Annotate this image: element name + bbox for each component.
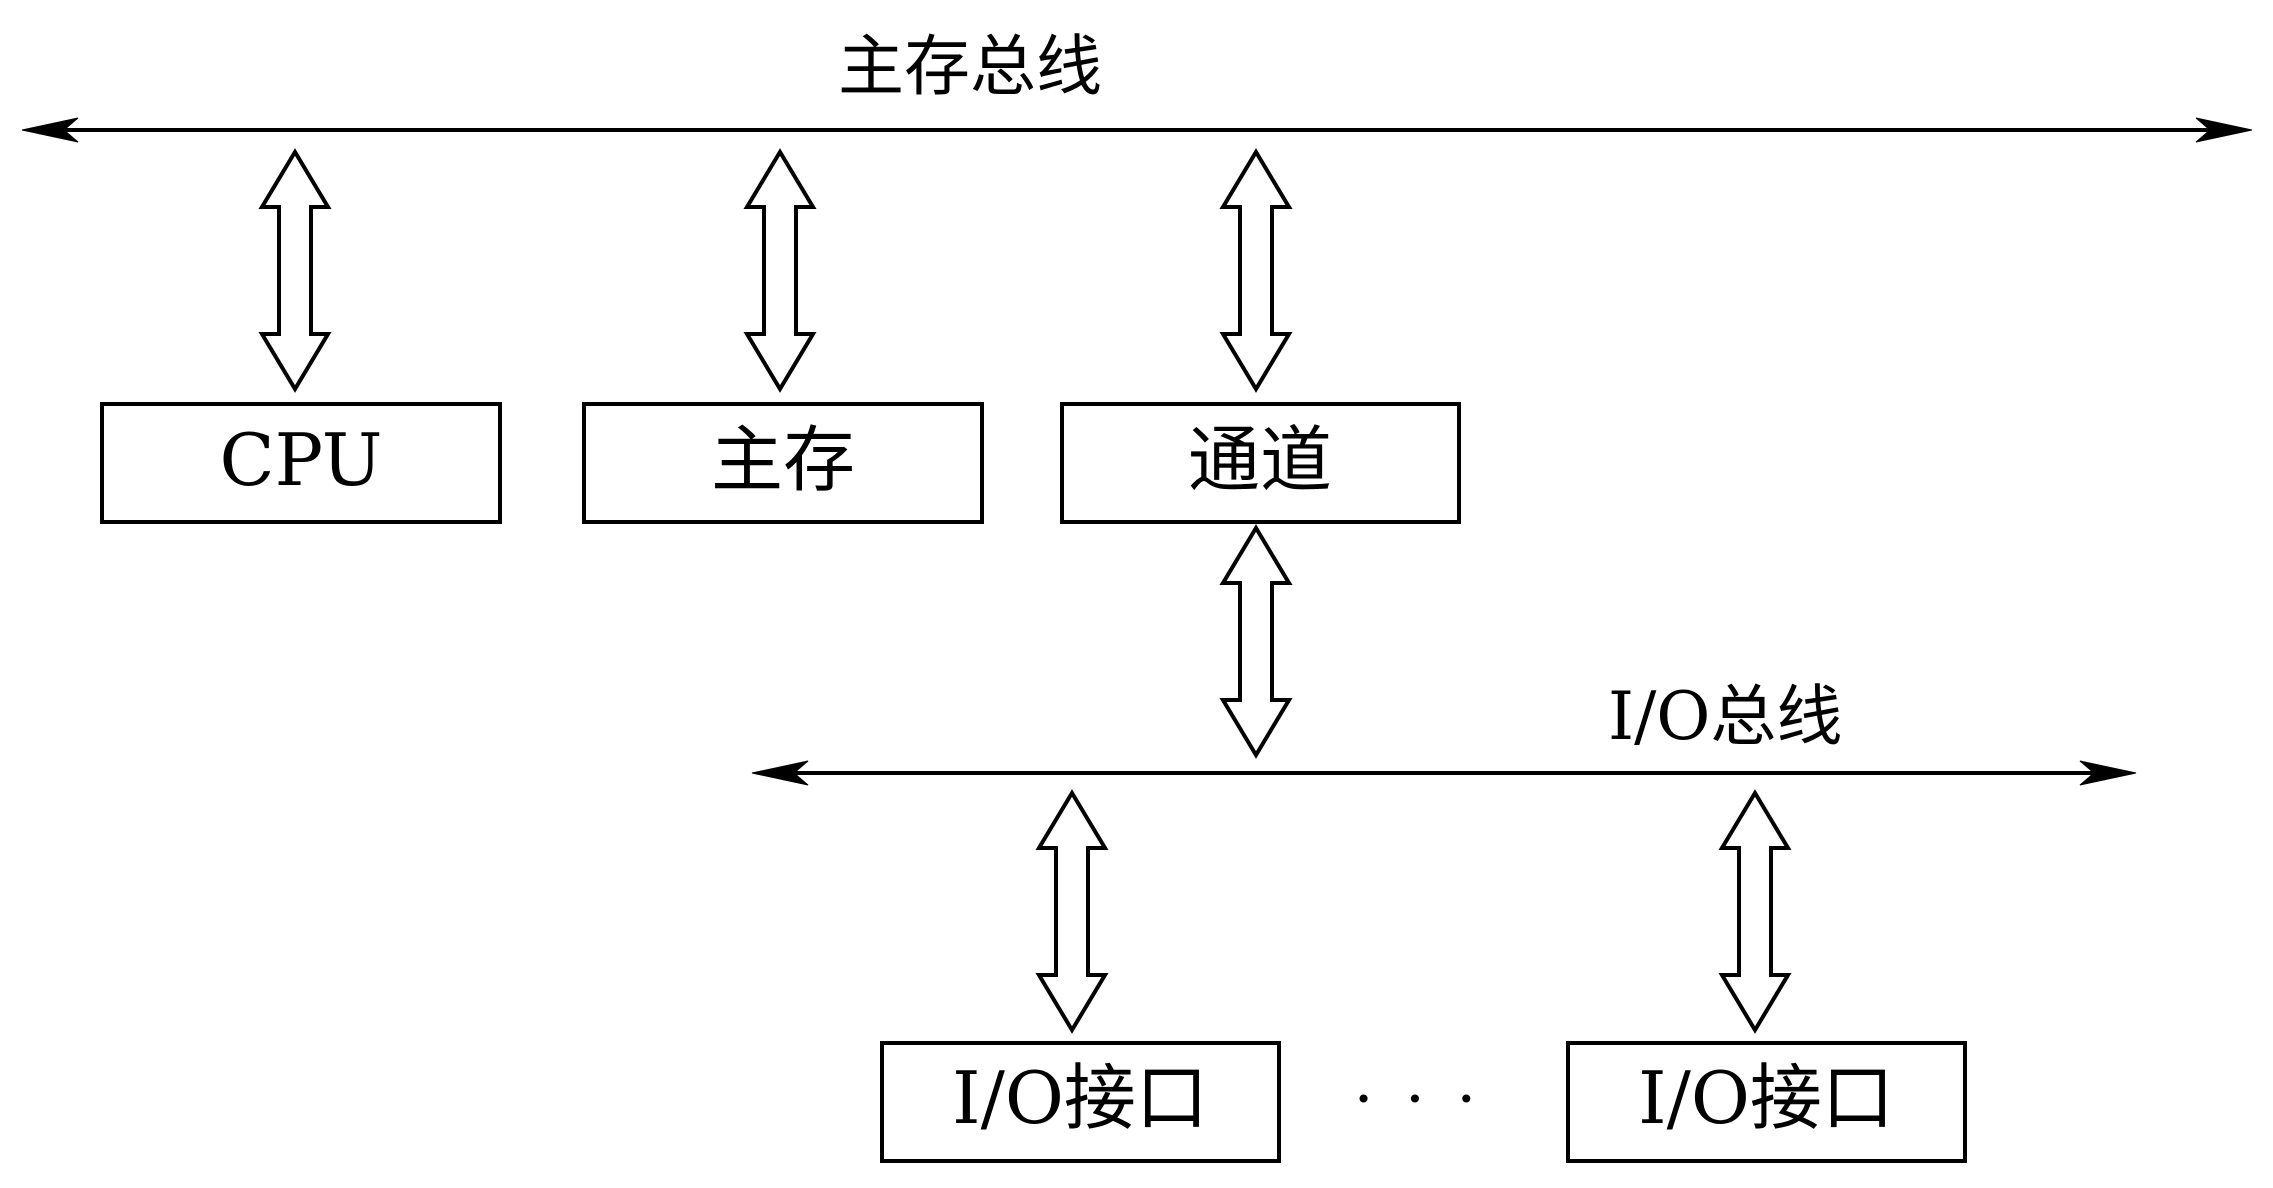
channel-label: 通道	[1188, 418, 1332, 502]
cpu-box-frame	[100, 402, 502, 524]
main-bus	[21, 117, 2253, 143]
main-bus-left-arrowhead	[21, 117, 79, 143]
ellipsis: · · ·	[1354, 1062, 1483, 1135]
io-bus	[751, 760, 2137, 786]
main-memory-box: 主存	[582, 402, 984, 524]
main-bus-label: 主存总线	[838, 28, 1102, 105]
io-bus-label: I/O总线	[1608, 678, 1842, 755]
io-interface-2-label: I/O接口	[1638, 1056, 1894, 1140]
io-bus-left-arrowhead	[751, 760, 809, 786]
io-interface-box-2: I/O接口	[1566, 1041, 1967, 1163]
io-bus-right-arrowhead	[2079, 760, 2137, 786]
cpu-label: CPU	[220, 418, 383, 502]
cpu-box: CPU	[100, 402, 502, 524]
cpu-bus-double-arrow	[258, 148, 332, 393]
io-interface-1-frame	[880, 1041, 1281, 1163]
io-interface-2-frame	[1566, 1041, 1967, 1163]
channel-io-double-arrow	[1219, 524, 1293, 759]
channel-box: 通道	[1060, 402, 1461, 524]
main-memory-box-frame	[582, 402, 984, 524]
channel-bus-double-arrow	[1219, 148, 1293, 393]
io-interface-1-double-arrow	[1035, 789, 1109, 1034]
io-interface-box-1: I/O接口	[880, 1041, 1281, 1163]
main-memory-label: 主存	[711, 418, 855, 502]
main-bus-right-arrowhead	[2195, 117, 2253, 143]
channel-box-frame	[1060, 402, 1461, 524]
io-interface-2-double-arrow	[1718, 789, 1792, 1034]
memory-bus-double-arrow	[743, 148, 817, 393]
io-interface-1-label: I/O接口	[952, 1056, 1208, 1140]
